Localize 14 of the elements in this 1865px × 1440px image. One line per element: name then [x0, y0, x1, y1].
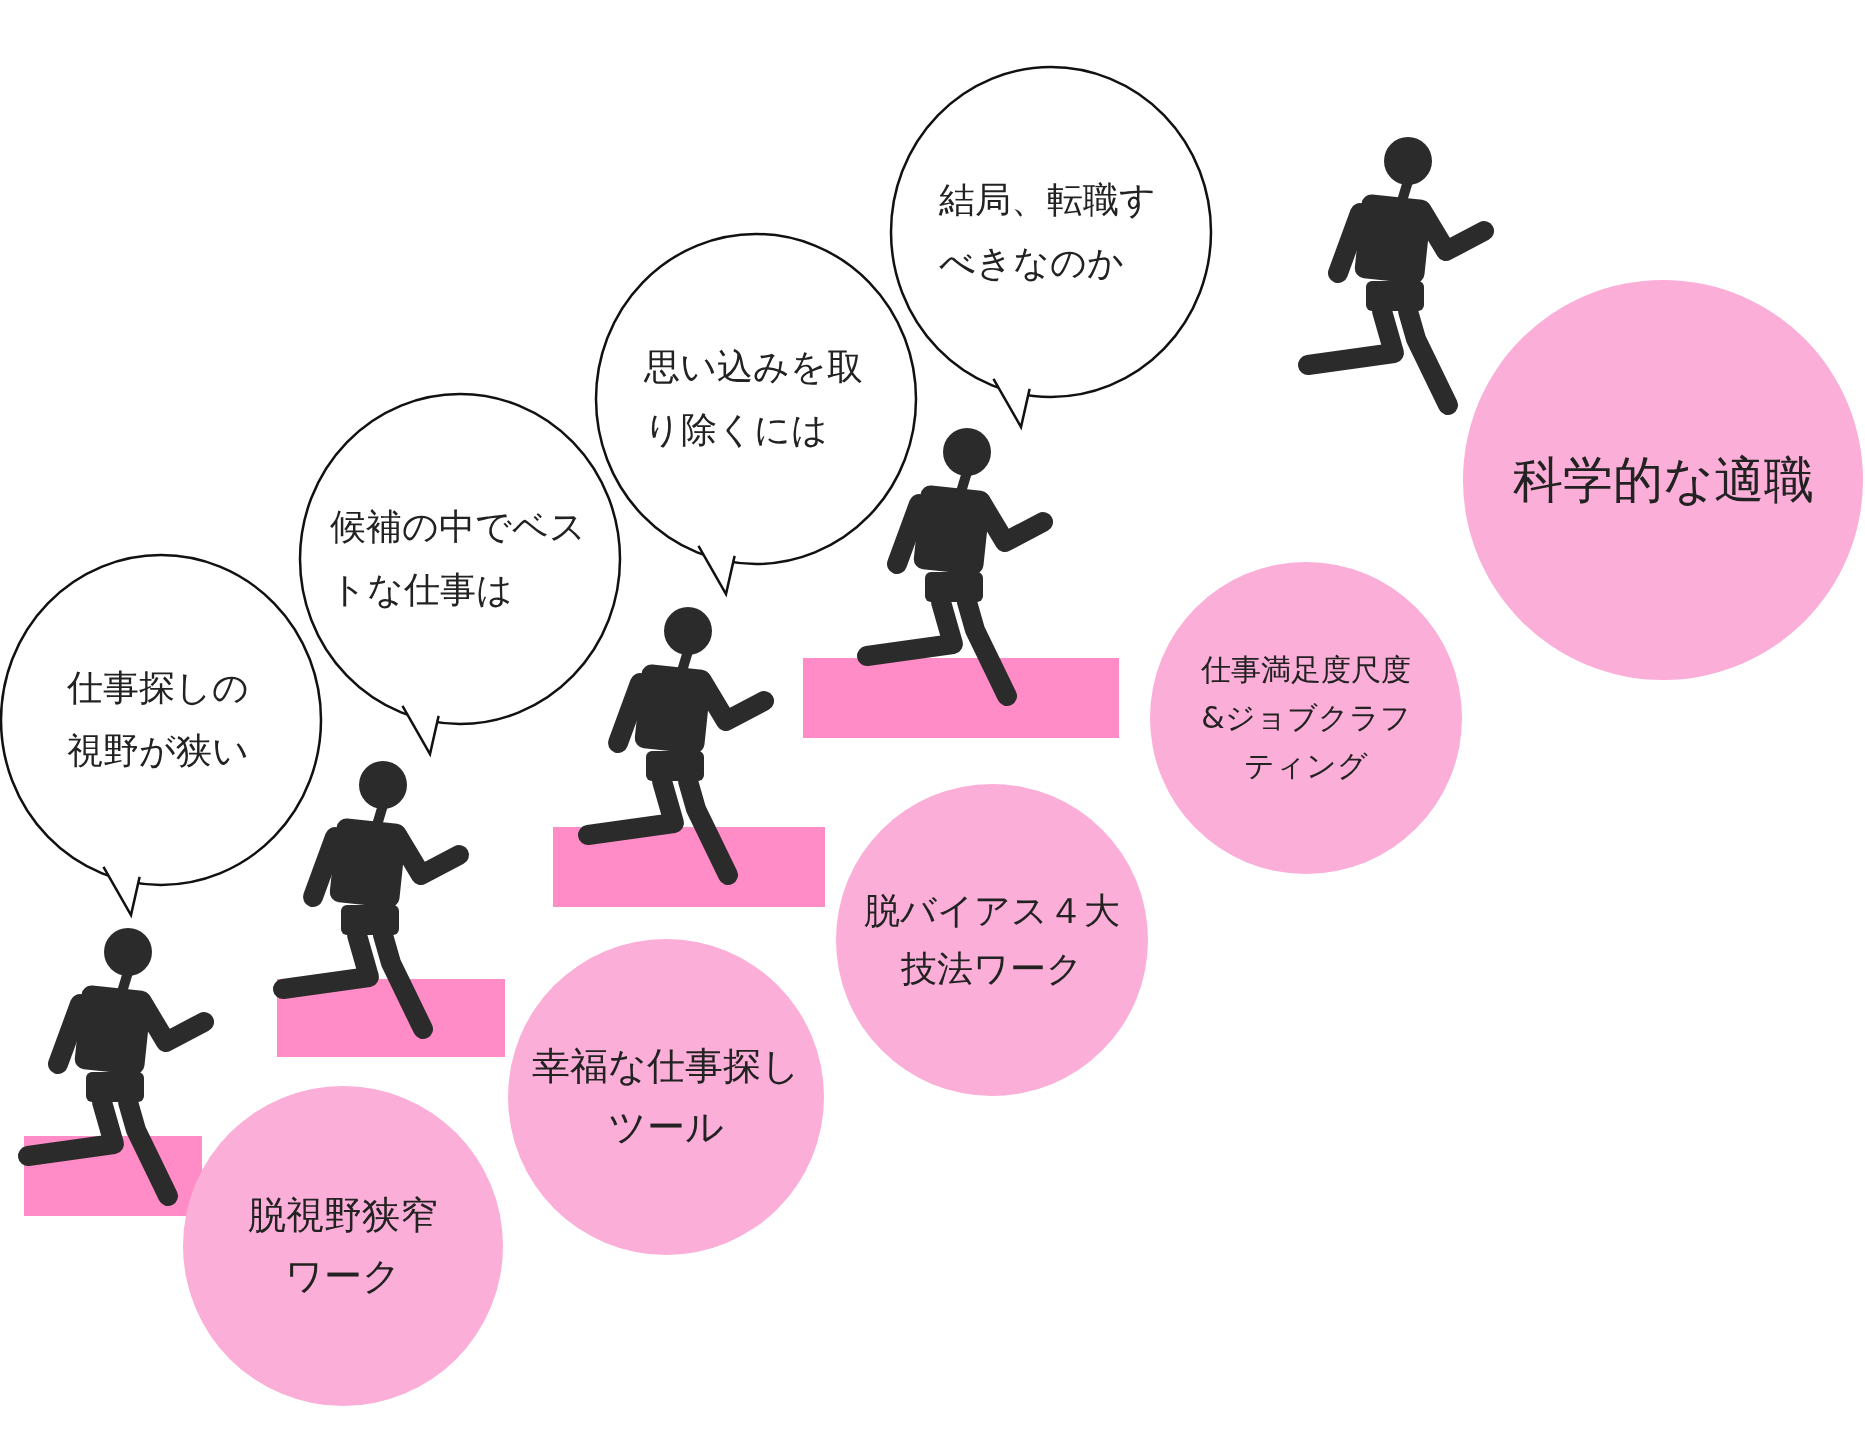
bubble-text: 思い込みを取り除くには [644, 345, 865, 452]
speech-bubble [887, 63, 1215, 431]
circle-label: 脱視野狭窄ワーク [247, 1192, 439, 1300]
stair-step [803, 658, 1119, 738]
circle-label: 仕事満足度尺度&ジョブクラフティング [1200, 651, 1412, 785]
circle-label: 幸福な仕事探しツール [531, 1043, 801, 1151]
speech-bubble [0, 551, 325, 919]
speech-bubble [592, 230, 920, 598]
circle-label: 脱バイアス４大技法ワーク [863, 889, 1121, 991]
bubble-text: 候補の中でベストな仕事は [330, 505, 588, 612]
bubble-text: 仕事探しの視野が狭い [67, 666, 251, 773]
circle-label: 科学的な適職 [1511, 450, 1815, 511]
speech-bubble [296, 390, 624, 758]
bubble-text: 結局、転職すべきなのか [939, 178, 1158, 285]
